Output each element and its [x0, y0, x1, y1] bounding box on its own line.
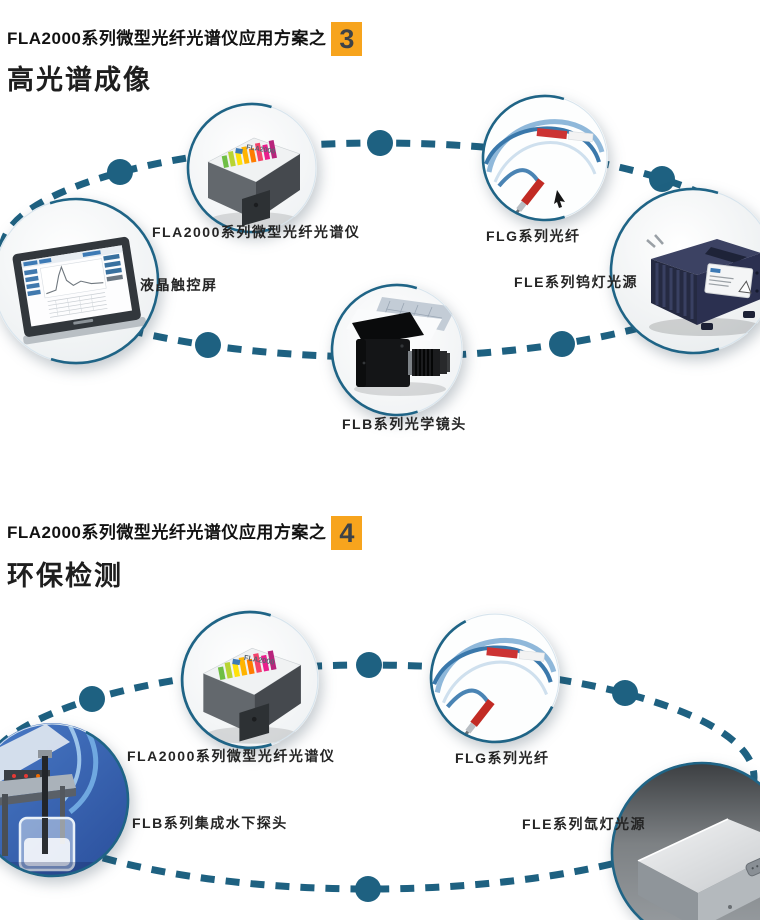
- product-label-spectrometer: FLA2000系列微型光纤光谱仪: [127, 748, 336, 764]
- product-label-underwater-probe: FLB系列集成水下探头: [132, 815, 288, 831]
- path-node-dot: [355, 876, 381, 902]
- application-section-4: FLA2000系列微型光纤光谱仪应用方案之 4 环保检测: [0, 500, 760, 920]
- spectrometer-logo-text: FLA2000: [246, 144, 276, 155]
- product-label-xenon-lamp: FLE系列氙灯光源: [522, 816, 646, 832]
- path-node-dot: [195, 332, 221, 358]
- product-photo-xenon-lamp: [610, 761, 760, 920]
- product-photo-touch-screen: [0, 197, 160, 365]
- application-section-3: FLA2000系列微型光纤光谱仪应用方案之 3 高光谱成像: [0, 22, 760, 432]
- product-photo-optical-lens: [330, 283, 464, 417]
- product-label-fiber: FLG系列光纤: [486, 228, 581, 244]
- section-heading: 环保检测: [7, 561, 123, 591]
- product-label-optical-lens: FLB系列光学镜头: [342, 416, 467, 432]
- path-node-dot: [79, 686, 105, 712]
- product-label-touch-screen: 液晶触控屏: [140, 277, 218, 293]
- product-photo-fiber: [429, 612, 561, 744]
- path-node-dot: [612, 680, 638, 706]
- product-photo-fiber: [481, 94, 609, 222]
- section-heading: 高光谱成像: [7, 65, 152, 95]
- product-photo-underwater-probe: [0, 722, 130, 878]
- section-title: FLA2000系列微型光纤光谱仪应用方案之: [7, 29, 327, 48]
- product-photo-spectrometer: FLA2000: [180, 610, 320, 750]
- section-title-row: FLA2000系列微型光纤光谱仪应用方案之 4: [7, 516, 363, 550]
- path-node-dot: [367, 130, 393, 156]
- product-label-fiber: FLG系列光纤: [455, 750, 550, 766]
- product-photo-spectrometer: FLA2000: [186, 102, 318, 234]
- spectrum-bars: [221, 140, 278, 168]
- product-photo-tungsten-lamp: [609, 187, 760, 355]
- section-number-badge: 3: [331, 22, 363, 56]
- path-node-dot: [356, 652, 382, 678]
- product-label-tungsten-lamp: FLE系列钨灯光源: [514, 274, 638, 290]
- product-label-spectrometer: FLA2000系列微型光纤光谱仪: [152, 224, 361, 240]
- path-node-dot: [549, 331, 575, 357]
- section-title-row: FLA2000系列微型光纤光谱仪应用方案之 3: [7, 22, 363, 56]
- section-title: FLA2000系列微型光纤光谱仪应用方案之: [7, 523, 327, 542]
- spectrum-bars: [217, 650, 277, 680]
- section-number-badge: 4: [331, 516, 363, 550]
- cursor-artifact: [554, 190, 565, 208]
- path-node-dot: [107, 159, 133, 185]
